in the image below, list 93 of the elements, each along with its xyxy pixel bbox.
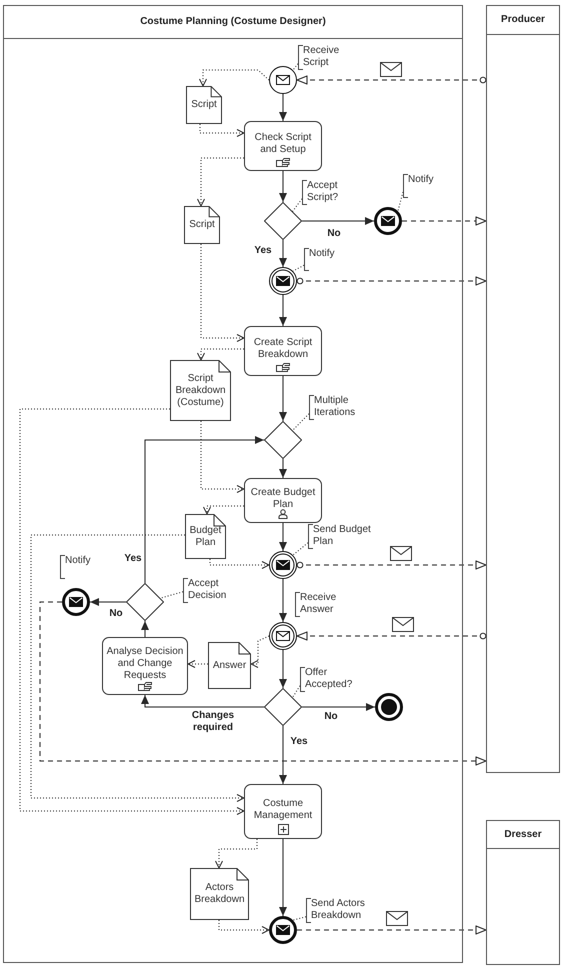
connector-line xyxy=(292,916,306,921)
connector-line xyxy=(292,685,300,698)
gateway-diamond xyxy=(264,202,302,240)
pool xyxy=(486,820,560,965)
association-arrow xyxy=(210,558,270,569)
text-annotation: Multiple Iterations xyxy=(309,395,358,420)
flow-arrow xyxy=(279,522,287,552)
association-arrow xyxy=(20,408,244,815)
association-arrow xyxy=(197,158,244,206)
gateway-diamond xyxy=(264,421,302,459)
connector-line xyxy=(292,63,298,71)
terminate-end-event xyxy=(375,693,403,721)
intermediate-event-circle xyxy=(269,622,297,650)
association-arrow xyxy=(199,70,270,86)
text-annotation: Send Actors Breakdown xyxy=(306,898,369,923)
connector-line xyxy=(397,192,404,212)
gateway-diamond xyxy=(264,688,302,726)
flow-arrow xyxy=(302,703,376,711)
association-arrow xyxy=(200,124,244,137)
text-annotation: Offer Accepted? xyxy=(300,667,355,692)
task-box xyxy=(244,326,322,376)
task-box xyxy=(244,784,322,839)
document: Script xyxy=(186,86,222,124)
text-annotation: Notify xyxy=(403,174,437,198)
intermediate-event-circle xyxy=(269,267,297,295)
end-event-circle xyxy=(269,916,297,944)
task-label: Create Script Breakdown xyxy=(254,337,312,360)
flow-arrow xyxy=(144,436,264,584)
end-event-circle xyxy=(62,588,90,616)
flow-arrow xyxy=(279,458,287,478)
text-annotation: Notify xyxy=(60,555,94,579)
message-arrow xyxy=(296,76,486,84)
text-annotation: Send Budget Plan xyxy=(308,524,374,549)
task-label: Analyse Decision and Change Requests xyxy=(106,646,184,681)
message-arrow xyxy=(296,926,486,934)
flow-arrow xyxy=(279,376,287,422)
message-arrow xyxy=(402,216,486,226)
task-label: Check Script and Setup xyxy=(254,132,312,155)
flow-arrow xyxy=(141,694,264,708)
flow-arrow xyxy=(279,578,287,622)
pool-header: Dresser xyxy=(487,821,559,849)
text-annotation: Notify xyxy=(304,248,338,271)
flow-arrow xyxy=(279,94,287,122)
edge-label: Changes required xyxy=(189,710,237,734)
task-label: Create Budget Plan xyxy=(250,486,316,510)
association-arrow xyxy=(218,920,270,934)
gateway-diamond xyxy=(126,583,164,621)
task-label: Costume Management xyxy=(254,798,312,820)
message-arrow xyxy=(296,560,486,570)
association-arrow xyxy=(250,636,270,668)
flow-arrow xyxy=(141,620,149,638)
document: Budget Plan xyxy=(185,514,226,559)
text-annotation: Accept Script? xyxy=(302,180,342,205)
association-arrow xyxy=(188,660,208,668)
flow-arrow xyxy=(279,170,287,202)
pool xyxy=(3,5,463,963)
task-box xyxy=(244,121,322,171)
task-box xyxy=(102,637,188,695)
connector-line xyxy=(292,542,308,556)
document: Script xyxy=(184,206,220,244)
text-annotation: Receive Script xyxy=(298,45,342,70)
message-arrow xyxy=(40,602,486,766)
end-event-circle xyxy=(374,207,402,235)
text-annotation: Receive Answer xyxy=(295,592,339,617)
flow-arrow xyxy=(279,726,287,784)
pool-header: Producer xyxy=(487,6,559,35)
flow-arrow xyxy=(279,294,287,326)
pool-header: Costume Planning (Costume Designer) xyxy=(4,6,462,39)
association-arrow xyxy=(197,348,244,360)
flow-arrow xyxy=(279,240,287,268)
connector-line xyxy=(160,591,184,599)
intermediate-event-circle xyxy=(269,551,297,579)
flow-arrow xyxy=(279,838,287,916)
document: Answer xyxy=(208,642,251,689)
connector-line xyxy=(292,264,304,272)
document: Actors Breakdown xyxy=(190,868,249,920)
message-arrow xyxy=(296,276,486,286)
message-arrow xyxy=(296,632,486,640)
connector-line xyxy=(292,198,302,212)
association-arrow xyxy=(200,420,244,493)
flow-arrow xyxy=(302,217,374,225)
document: Script Breakdown (Costume) xyxy=(170,360,231,421)
association-arrow xyxy=(203,506,244,514)
association-arrow xyxy=(30,534,244,802)
association-arrow xyxy=(215,838,258,868)
connector-line xyxy=(292,413,310,431)
flow-arrow xyxy=(279,650,287,688)
start-event-circle xyxy=(269,66,297,94)
flow-arrow xyxy=(90,598,126,606)
association-arrow xyxy=(200,244,244,342)
task-box xyxy=(244,478,322,523)
text-annotation: Accept Decision xyxy=(183,578,229,603)
pool xyxy=(486,5,560,773)
